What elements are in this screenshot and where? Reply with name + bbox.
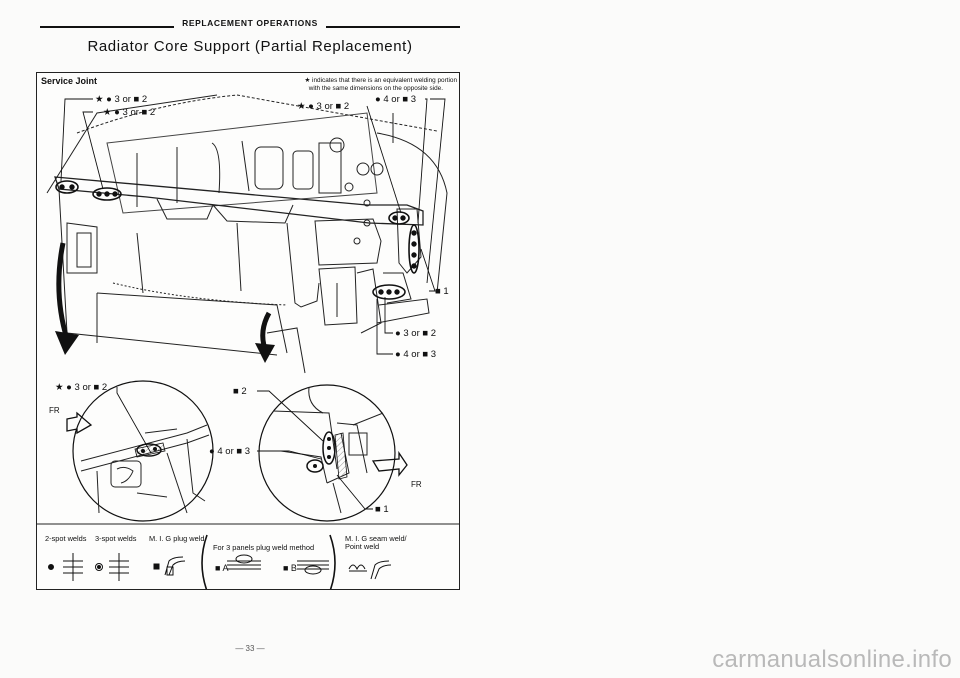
right-detail-circle — [258, 384, 408, 522]
callout-4-or-3-detail: ● 4 or ■ 3 — [209, 446, 250, 457]
leader-1-detail — [336, 474, 373, 510]
legend-mig-seam-line1: M. I. G seam weld/ — [345, 534, 408, 543]
section-title: REPLACEMENT OPERATIONS — [182, 18, 318, 28]
spot-weld-2-icon — [63, 553, 83, 581]
legend-2-spot-welds: 2-spot welds — [45, 534, 87, 543]
callout-2-detail: ■ 2 — [233, 386, 247, 397]
legend-mig-plug-weld: M. I. G plug weld — [149, 534, 204, 543]
plug-weld-icon — [164, 556, 186, 576]
callout-star-3-or-2-mid: ★ ● 3 or ■ 2 — [103, 107, 155, 118]
page-number: — 33 — — [235, 644, 265, 653]
callout-star-3-or-2-detail: ★ ● 3 or ■ 2 — [55, 382, 107, 393]
callout-1-detail: ■ 1 — [375, 504, 389, 515]
fr-label-right: FR — [411, 480, 422, 489]
watermark: carmanualsonline.info — [712, 646, 952, 673]
diagram-frame: Service Joint ★ indicates that there is … — [36, 72, 460, 590]
leader-star-detail — [116, 387, 152, 454]
equivalent-note-line2: with the same dimensions on the opposite… — [308, 85, 444, 92]
callout-4-or-3-right: ● 4 or ■ 3 — [395, 349, 436, 360]
equivalent-note-line1: ★ indicates that there is an equivalent … — [305, 77, 458, 84]
legend-3-spot-welds: 3-spot welds — [95, 534, 137, 543]
panel-a-icon — [227, 554, 261, 570]
weld-markers-main — [55, 180, 420, 300]
callout-leaders-main — [60, 98, 446, 355]
spot-weld-3-icon — [109, 553, 129, 581]
seam-weld-icon — [348, 560, 392, 580]
callout-1-right: ■ 1 — [435, 286, 449, 297]
legend-symbols — [48, 534, 392, 589]
callout-3-or-2-right: ● 3 or ■ 2 — [395, 328, 436, 339]
panel-b-icon — [297, 560, 329, 575]
page-title: Radiator Core Support (Partial Replaceme… — [87, 38, 413, 55]
header-rule-right — [326, 26, 460, 28]
fr-label-left: FR — [49, 406, 60, 415]
left-detail-circle — [66, 380, 214, 522]
leader-2-detail — [257, 390, 324, 442]
fr-arrow-right — [371, 450, 408, 477]
callout-4-or-3-top: ● 4 or ■ 3 — [375, 94, 416, 105]
main-assembly-sketch — [46, 94, 448, 374]
header-rule-left — [40, 26, 174, 28]
legend-mig-seam-line2: Point weld — [345, 542, 379, 551]
direction-arrows-main — [55, 242, 275, 363]
callout-star-3-or-2-center: ★ ● 3 or ■ 2 — [297, 101, 349, 112]
fr-arrow-left — [66, 411, 93, 435]
callout-star-3-or-2-top: ★ ● 3 or ■ 2 — [95, 94, 147, 105]
legend-3-panels-method: For 3 panels plug weld method — [213, 543, 314, 552]
legend-label-a: ■ A — [215, 563, 228, 573]
legend-label-b: ■ B — [283, 563, 297, 573]
service-joint-label: Service Joint — [41, 76, 97, 86]
leader-4-or-3-detail — [257, 450, 322, 460]
radiator-core-support-diagram: Service Joint ★ indicates that there is … — [37, 76, 459, 589]
